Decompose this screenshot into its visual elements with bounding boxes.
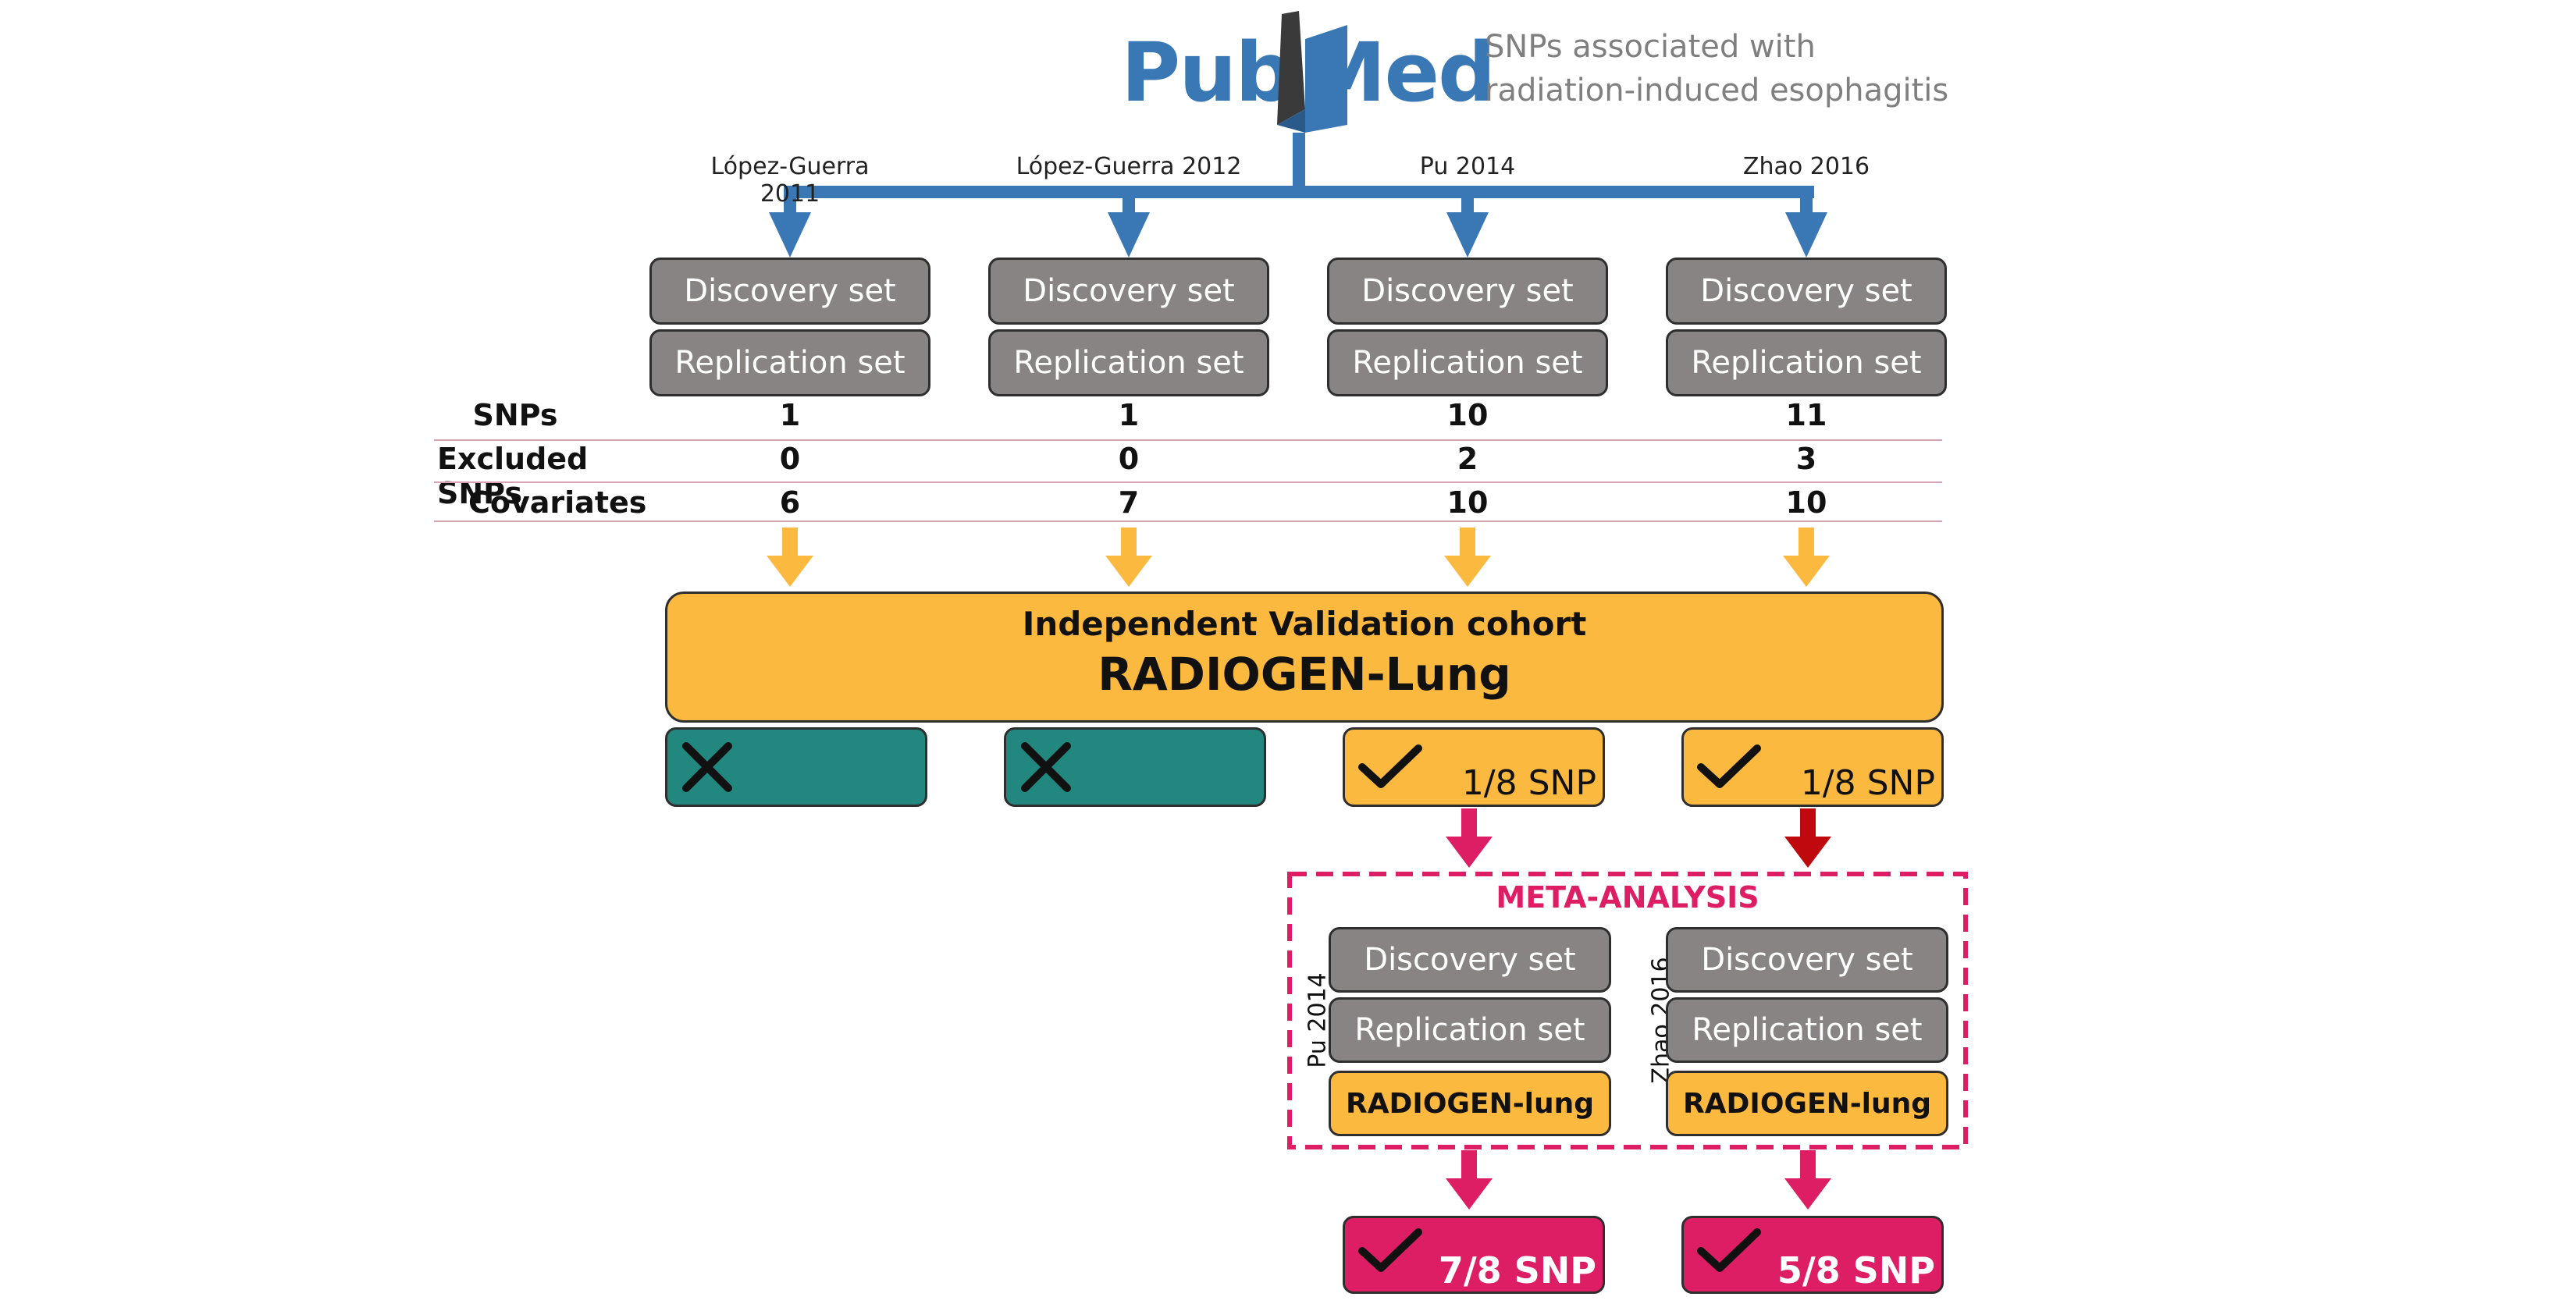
snps-value-3: 10 xyxy=(1446,398,1489,432)
subtitle-line-1: SNPs associated with xyxy=(1485,29,1816,65)
result-pass-3: 1/8 SNP xyxy=(1343,727,1605,807)
covariates-value-4: 10 xyxy=(1785,485,1827,520)
row-label-covariates: Covariates xyxy=(468,485,647,520)
meta-cohort-zhao: RADIOGEN-lung xyxy=(1666,1071,1948,1136)
result-label-4: 1/8 SNP xyxy=(1800,763,1935,803)
pubmed-logo: Pub Med xyxy=(1121,8,1496,133)
replication-box-3: Replication set xyxy=(1327,329,1608,396)
discovery-box-3: Discovery set xyxy=(1327,258,1608,325)
blue-arrow-2 xyxy=(1108,186,1150,258)
book-icon xyxy=(1277,11,1347,133)
header-subtitle: SNPs associated with radiation-induced e… xyxy=(1485,25,1948,112)
meta-study-label-pu: Pu 2014 xyxy=(1304,972,1332,1068)
result-fail-1 xyxy=(665,727,927,807)
meta-analysis-title: META-ANALYSIS xyxy=(1496,880,1759,915)
replication-box-2: Replication set xyxy=(988,329,1269,396)
final-result-pu: 7/8 SNP xyxy=(1343,1216,1605,1294)
meta-output-arrow-pu xyxy=(1446,1150,1493,1210)
validation-line-2: RADIOGEN-Lung xyxy=(1098,648,1511,701)
validation-cohort-box: Independent Validation cohort RADIOGEN-L… xyxy=(665,592,1944,723)
result-pass-4: 1/8 SNP xyxy=(1681,727,1944,807)
orange-arrows xyxy=(767,528,1830,587)
meta-discovery-zhao: Discovery set xyxy=(1666,927,1948,993)
study-name-3: Pu 2014 xyxy=(1419,153,1516,180)
excluded-value-1: 0 xyxy=(779,442,801,476)
meta-output-arrow-zhao xyxy=(1784,1150,1831,1210)
table-rule-1 xyxy=(434,439,1942,441)
result-fail-2 xyxy=(1004,727,1266,807)
meta-input-arrow-pu xyxy=(1446,808,1493,868)
table-rule-3 xyxy=(434,520,1942,522)
excluded-value-3: 2 xyxy=(1457,442,1478,476)
orange-arrow-4 xyxy=(1783,528,1830,587)
meta-replication-zhao: Replication set xyxy=(1666,997,1948,1063)
discovery-box-2: Discovery set xyxy=(988,258,1269,325)
covariates-value-2: 7 xyxy=(1118,485,1140,520)
check-icon xyxy=(1358,744,1422,788)
study-name-2: López-Guerra 2012 xyxy=(1016,153,1242,180)
covariates-value-1: 6 xyxy=(779,485,801,520)
study-name-4: Zhao 2016 xyxy=(1742,153,1870,180)
check-icon xyxy=(1358,1228,1422,1272)
final-label-zhao: 5/8 SNP xyxy=(1777,1249,1935,1291)
meta-cohort-pu: RADIOGEN-lung xyxy=(1329,1071,1611,1136)
final-result-zhao: 5/8 SNP xyxy=(1681,1216,1944,1294)
meta-discovery-pu: Discovery set xyxy=(1329,927,1611,993)
meta-replication-pu: Replication set xyxy=(1329,997,1611,1063)
discovery-box-4: Discovery set xyxy=(1666,258,1947,325)
snps-value-2: 1 xyxy=(1118,398,1140,432)
replication-box-4: Replication set xyxy=(1666,329,1947,396)
blue-arrow-4 xyxy=(1785,186,1827,258)
table-rule-2 xyxy=(434,481,1942,483)
study-name-1: López-Guerra 2011 xyxy=(710,153,870,208)
check-icon xyxy=(1697,1228,1761,1272)
validation-line-1: Independent Validation cohort xyxy=(1022,605,1587,643)
covariates-value-3: 10 xyxy=(1446,485,1489,520)
result-label-3: 1/8 SNP xyxy=(1461,763,1596,803)
blue-arrow-1 xyxy=(769,186,811,258)
excluded-value-2: 0 xyxy=(1118,442,1140,476)
x-icon xyxy=(682,742,732,792)
orange-arrow-3 xyxy=(1444,528,1491,587)
subtitle-line-2: radiation-induced esophagitis xyxy=(1485,73,1949,108)
discovery-box-1: Discovery set xyxy=(649,258,930,325)
blue-distribution-tree xyxy=(769,133,1827,258)
final-label-pu: 7/8 SNP xyxy=(1438,1249,1596,1291)
excluded-value-4: 3 xyxy=(1795,442,1817,476)
check-icon xyxy=(1697,744,1761,788)
logo-med-text: Med xyxy=(1305,25,1496,120)
x-icon xyxy=(1021,742,1071,792)
meta-analysis-frame xyxy=(1287,872,1968,1149)
orange-arrow-1 xyxy=(767,528,813,587)
snps-value-1: 1 xyxy=(779,398,801,432)
logo-pub-text: Pub xyxy=(1121,25,1293,120)
replication-box-1: Replication set xyxy=(649,329,930,396)
snps-value-4: 11 xyxy=(1785,398,1827,432)
row-label-excluded: Excluded SNPs xyxy=(437,442,589,510)
meta-input-arrow-zhao xyxy=(1784,808,1831,868)
row-label-snps: SNPs xyxy=(472,398,558,432)
orange-arrow-2 xyxy=(1105,528,1152,587)
blue-arrow-3 xyxy=(1446,186,1489,258)
